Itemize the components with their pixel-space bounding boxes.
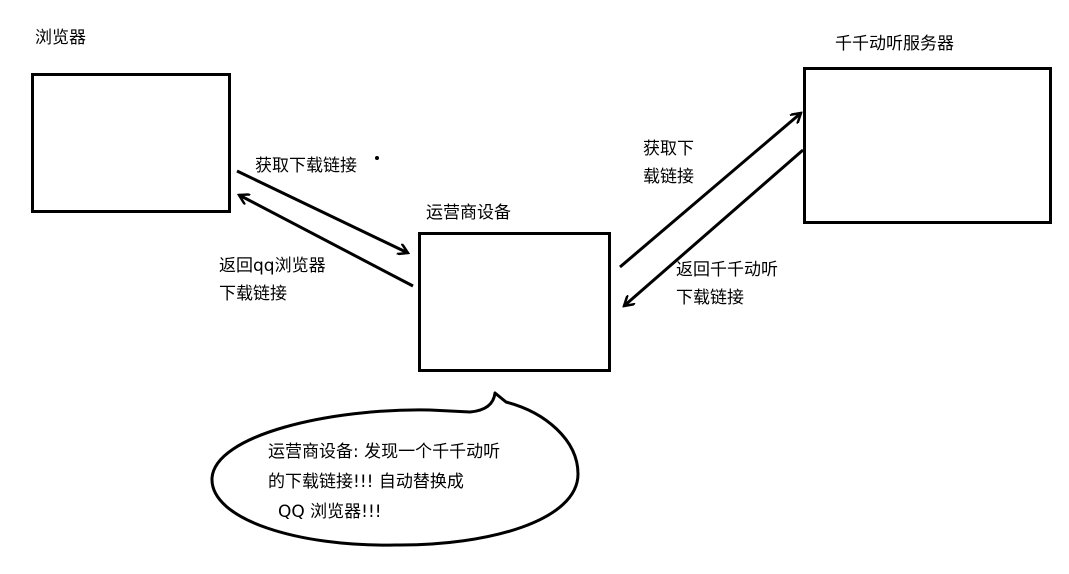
arrow-carrier-to-server: [619, 113, 801, 269]
arrow-server-to-carrier: [624, 148, 804, 306]
carrier-node-box: [418, 232, 611, 372]
edge-label-carrier-to-server: 获取下 载链接: [643, 135, 694, 191]
edge-label-server-to-carrier: 返回千千动听 下载链接: [676, 256, 778, 312]
carrier-node-label: 运营商设备: [426, 203, 511, 223]
speech-bubble-text: 运营商设备: 发现一个千千动听 的下载链接!!! 自动替换成 QQ 浏览器!!!: [268, 437, 500, 527]
speech-bubble: [210, 391, 580, 547]
arrow-browser-to-carrier: [236, 169, 408, 253]
edge-label-line: 载链接: [643, 167, 694, 187]
bubble-line: 运营商设备: 发现一个千千动听: [268, 442, 501, 462]
bubble-line: QQ 浏览器!!!: [278, 502, 382, 522]
edge-label-line: 获取下载链接: [255, 156, 357, 176]
arrow-carrier-to-browser: [239, 195, 414, 288]
edge-label-browser-to-carrier: 获取下载链接: [255, 152, 357, 180]
edge-label-line: 返回千千动听: [676, 260, 778, 280]
bubble-line: 的下载链接!!! 自动替换成: [268, 472, 464, 492]
server-node-label: 千千动听服务器: [835, 34, 954, 54]
edge-label-line: 获取下: [643, 139, 694, 159]
browser-node-label: 浏览器: [35, 28, 86, 48]
edge-label-line: 下载链接: [676, 288, 744, 308]
browser-node-box: [31, 73, 231, 213]
server-node-box: [803, 67, 1052, 224]
edge-label-line: 返回qq浏览器: [219, 256, 326, 276]
edge-label-carrier-to-browser: 返回qq浏览器 下载链接: [219, 252, 326, 308]
stray-dot: [375, 156, 379, 160]
edge-label-line: 下载链接: [219, 284, 287, 304]
